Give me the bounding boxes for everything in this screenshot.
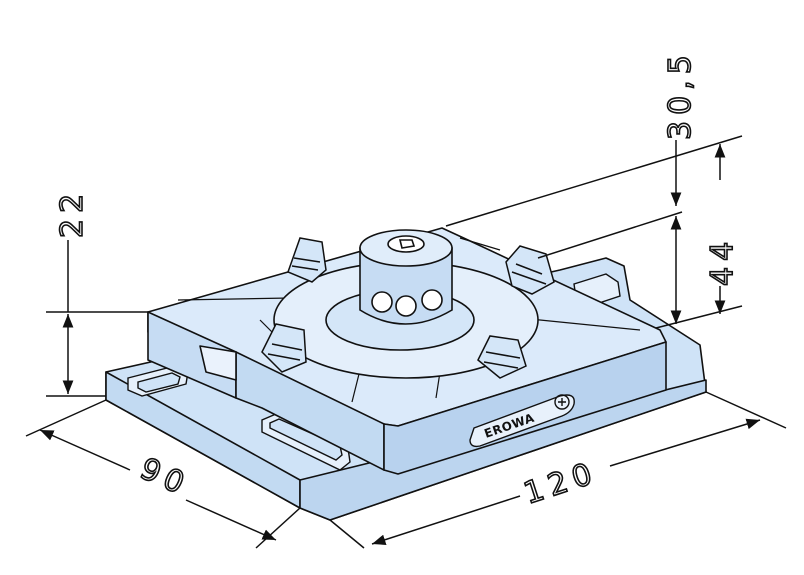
- clamp-jaw-left: [287, 237, 327, 283]
- dim-height-30-5: 30,5: [663, 49, 698, 140]
- spigot: [359, 229, 453, 325]
- base-slot-left: [127, 365, 189, 397]
- dimension-lines: [25, 135, 787, 549]
- top-face-edges: [177, 237, 641, 403]
- brand-logo-icon: [554, 394, 570, 410]
- dim-depth-90: 90: [135, 451, 195, 503]
- dim-height-44: 44: [705, 236, 740, 286]
- clamp-jaw-front-right: [477, 335, 527, 379]
- clamp-jaw-right: [505, 245, 555, 295]
- dim-width-120: 120: [520, 455, 602, 512]
- clamp-jaw-front-left: [261, 323, 307, 373]
- dim-height-22: 22: [55, 188, 90, 238]
